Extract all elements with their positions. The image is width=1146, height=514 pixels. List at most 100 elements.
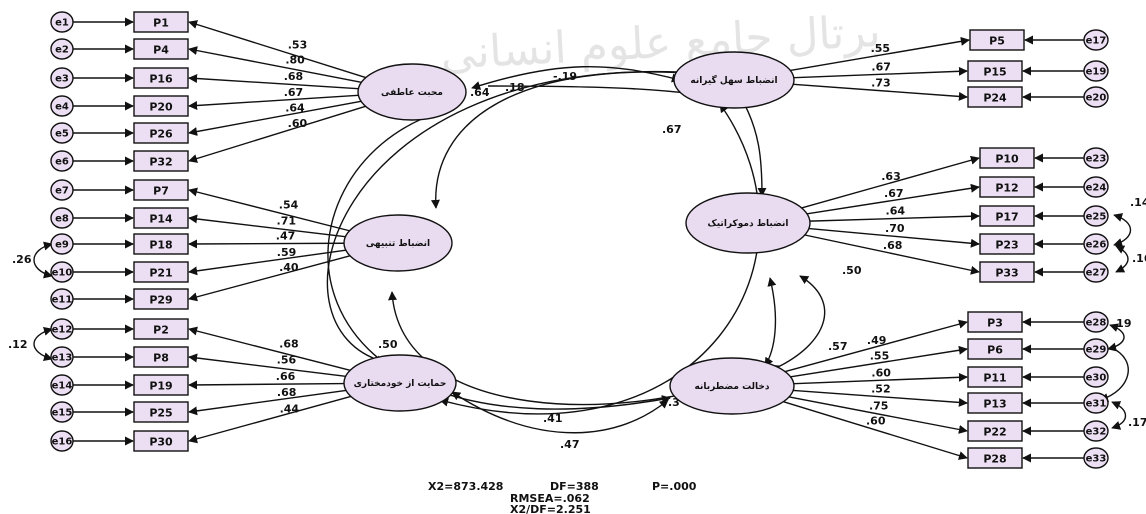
latent-correlation-curves	[326, 65, 826, 434]
observed-box	[133, 374, 189, 396]
error-circle	[50, 179, 74, 201]
loading-label: .67	[284, 86, 304, 99]
error-label: e25	[1086, 212, 1107, 223]
corr-label: -.19	[553, 70, 577, 83]
loading-label: .75	[869, 399, 889, 412]
error-label: e31	[1086, 399, 1107, 410]
loading-label: .68	[284, 70, 304, 83]
loading-label: .73	[871, 76, 891, 89]
error-circle	[50, 207, 74, 229]
cov-label: .16	[1132, 252, 1146, 265]
error-circle	[50, 401, 74, 423]
watermark-text: پرتال جامع علوم انسانی	[439, 6, 882, 80]
observed-box	[133, 430, 189, 452]
loading-label: .68	[279, 338, 299, 351]
observed-label: P28	[983, 453, 1006, 466]
corr-label: .50	[378, 338, 398, 351]
corr-label: .18	[505, 81, 525, 94]
loading-arrow	[188, 249, 346, 276]
loading-label: .70	[885, 222, 905, 235]
observed-label: P7	[153, 185, 169, 198]
loading-arrow	[188, 100, 362, 136]
loading-arrow	[188, 20, 366, 79]
loading-label: .49	[867, 334, 887, 347]
error-label: e24	[1086, 183, 1107, 194]
fit-statistics: X2=873.428 DF=388 P=.000 RMSEA=.062 X2/D…	[428, 480, 697, 514]
observed-box	[967, 86, 1023, 108]
latent-l1	[357, 63, 467, 121]
observed-label: P17	[995, 211, 1018, 224]
loading-label: .59	[277, 246, 297, 259]
observed-box	[967, 420, 1023, 442]
observed-label: P32	[149, 156, 172, 169]
loading-arrow	[793, 83, 968, 101]
observed-box	[133, 67, 189, 89]
cov-arc-e12-e13	[33, 326, 53, 362]
loading-label: .71	[277, 214, 297, 227]
observed-box	[133, 207, 189, 229]
error-label: e9	[55, 240, 69, 251]
cov-label: .14	[1130, 196, 1146, 209]
loading-arrow	[188, 187, 350, 232]
fit-df: DF=388	[550, 480, 599, 493]
error-circle	[1083, 147, 1109, 169]
error-label: e12	[52, 325, 73, 336]
observed-label: P3	[987, 317, 1003, 330]
loading-arrow	[809, 211, 980, 222]
observed-label: P13	[983, 398, 1006, 411]
error-label: e11	[52, 295, 73, 306]
error-circle	[1083, 311, 1109, 333]
loading-arrow	[793, 372, 968, 385]
corr-label: .57	[828, 340, 848, 353]
fit-rmsea: RMSEA=.062	[510, 492, 590, 505]
observed-box	[133, 233, 189, 255]
latent-label-l1: محبت عاطفی	[381, 88, 443, 98]
error-label: e10	[52, 268, 73, 279]
corr-label: .67	[662, 123, 682, 136]
error-circle	[1083, 29, 1109, 51]
loading-arrow	[790, 36, 970, 72]
error-circle	[1083, 205, 1109, 227]
corr-label: .3	[668, 396, 680, 409]
error-label: e5	[55, 129, 69, 140]
observed-box	[979, 261, 1035, 283]
error-label: e29	[1086, 345, 1107, 356]
error-label: e6	[55, 157, 69, 168]
observed-box	[979, 233, 1035, 255]
error-circle	[50, 261, 74, 283]
error-label: e2	[55, 45, 69, 56]
error-circle	[50, 95, 74, 117]
cov-arc-e10-e11	[33, 241, 53, 279]
loading-arrow	[188, 353, 346, 378]
loading-label: .44	[280, 402, 300, 415]
error-label: e16	[52, 437, 73, 448]
latent-label-l6: دخالت مضطربانه	[695, 382, 770, 392]
factor-loadings: .53.80.68.67.64.60.54.71.47.59.40.68.56.…	[188, 20, 980, 460]
error-circle	[1083, 366, 1109, 388]
observed-label: P12	[995, 182, 1018, 195]
error-circle	[1083, 392, 1109, 414]
loading-arrow	[793, 66, 968, 79]
fit-x2: X2=873.428	[428, 480, 503, 493]
loading-arrow	[783, 401, 968, 460]
error-label: e28	[1086, 318, 1107, 329]
observed-label: P33	[995, 267, 1018, 280]
corr-curve-l5-l6	[451, 391, 669, 434]
error-label: e27	[1086, 268, 1107, 279]
loading-label: .56	[277, 354, 297, 367]
observed-label: P26	[149, 128, 173, 141]
corr-curve-l4-l6	[764, 277, 777, 367]
error-circle	[50, 67, 74, 89]
loading-arrow	[806, 183, 980, 215]
observed-nodes: P1e1P4e2P16e3P20e4P26e5P32e6P7e7P14e8P18…	[50, 11, 1109, 469]
observed-box	[133, 122, 189, 144]
error-label: e7	[55, 186, 69, 197]
loading-label: .64	[285, 102, 305, 115]
corr-label: .64	[470, 86, 490, 99]
latent-label-l5: حمایت از خودمختاری	[354, 379, 447, 389]
observed-label: P18	[149, 239, 172, 252]
loading-label: .64	[886, 205, 906, 218]
error-circle	[50, 38, 74, 60]
latent-correlation-labels: -.19 .64 .18 .67 .50 .57 .50 .41 .47 .3	[378, 70, 862, 451]
